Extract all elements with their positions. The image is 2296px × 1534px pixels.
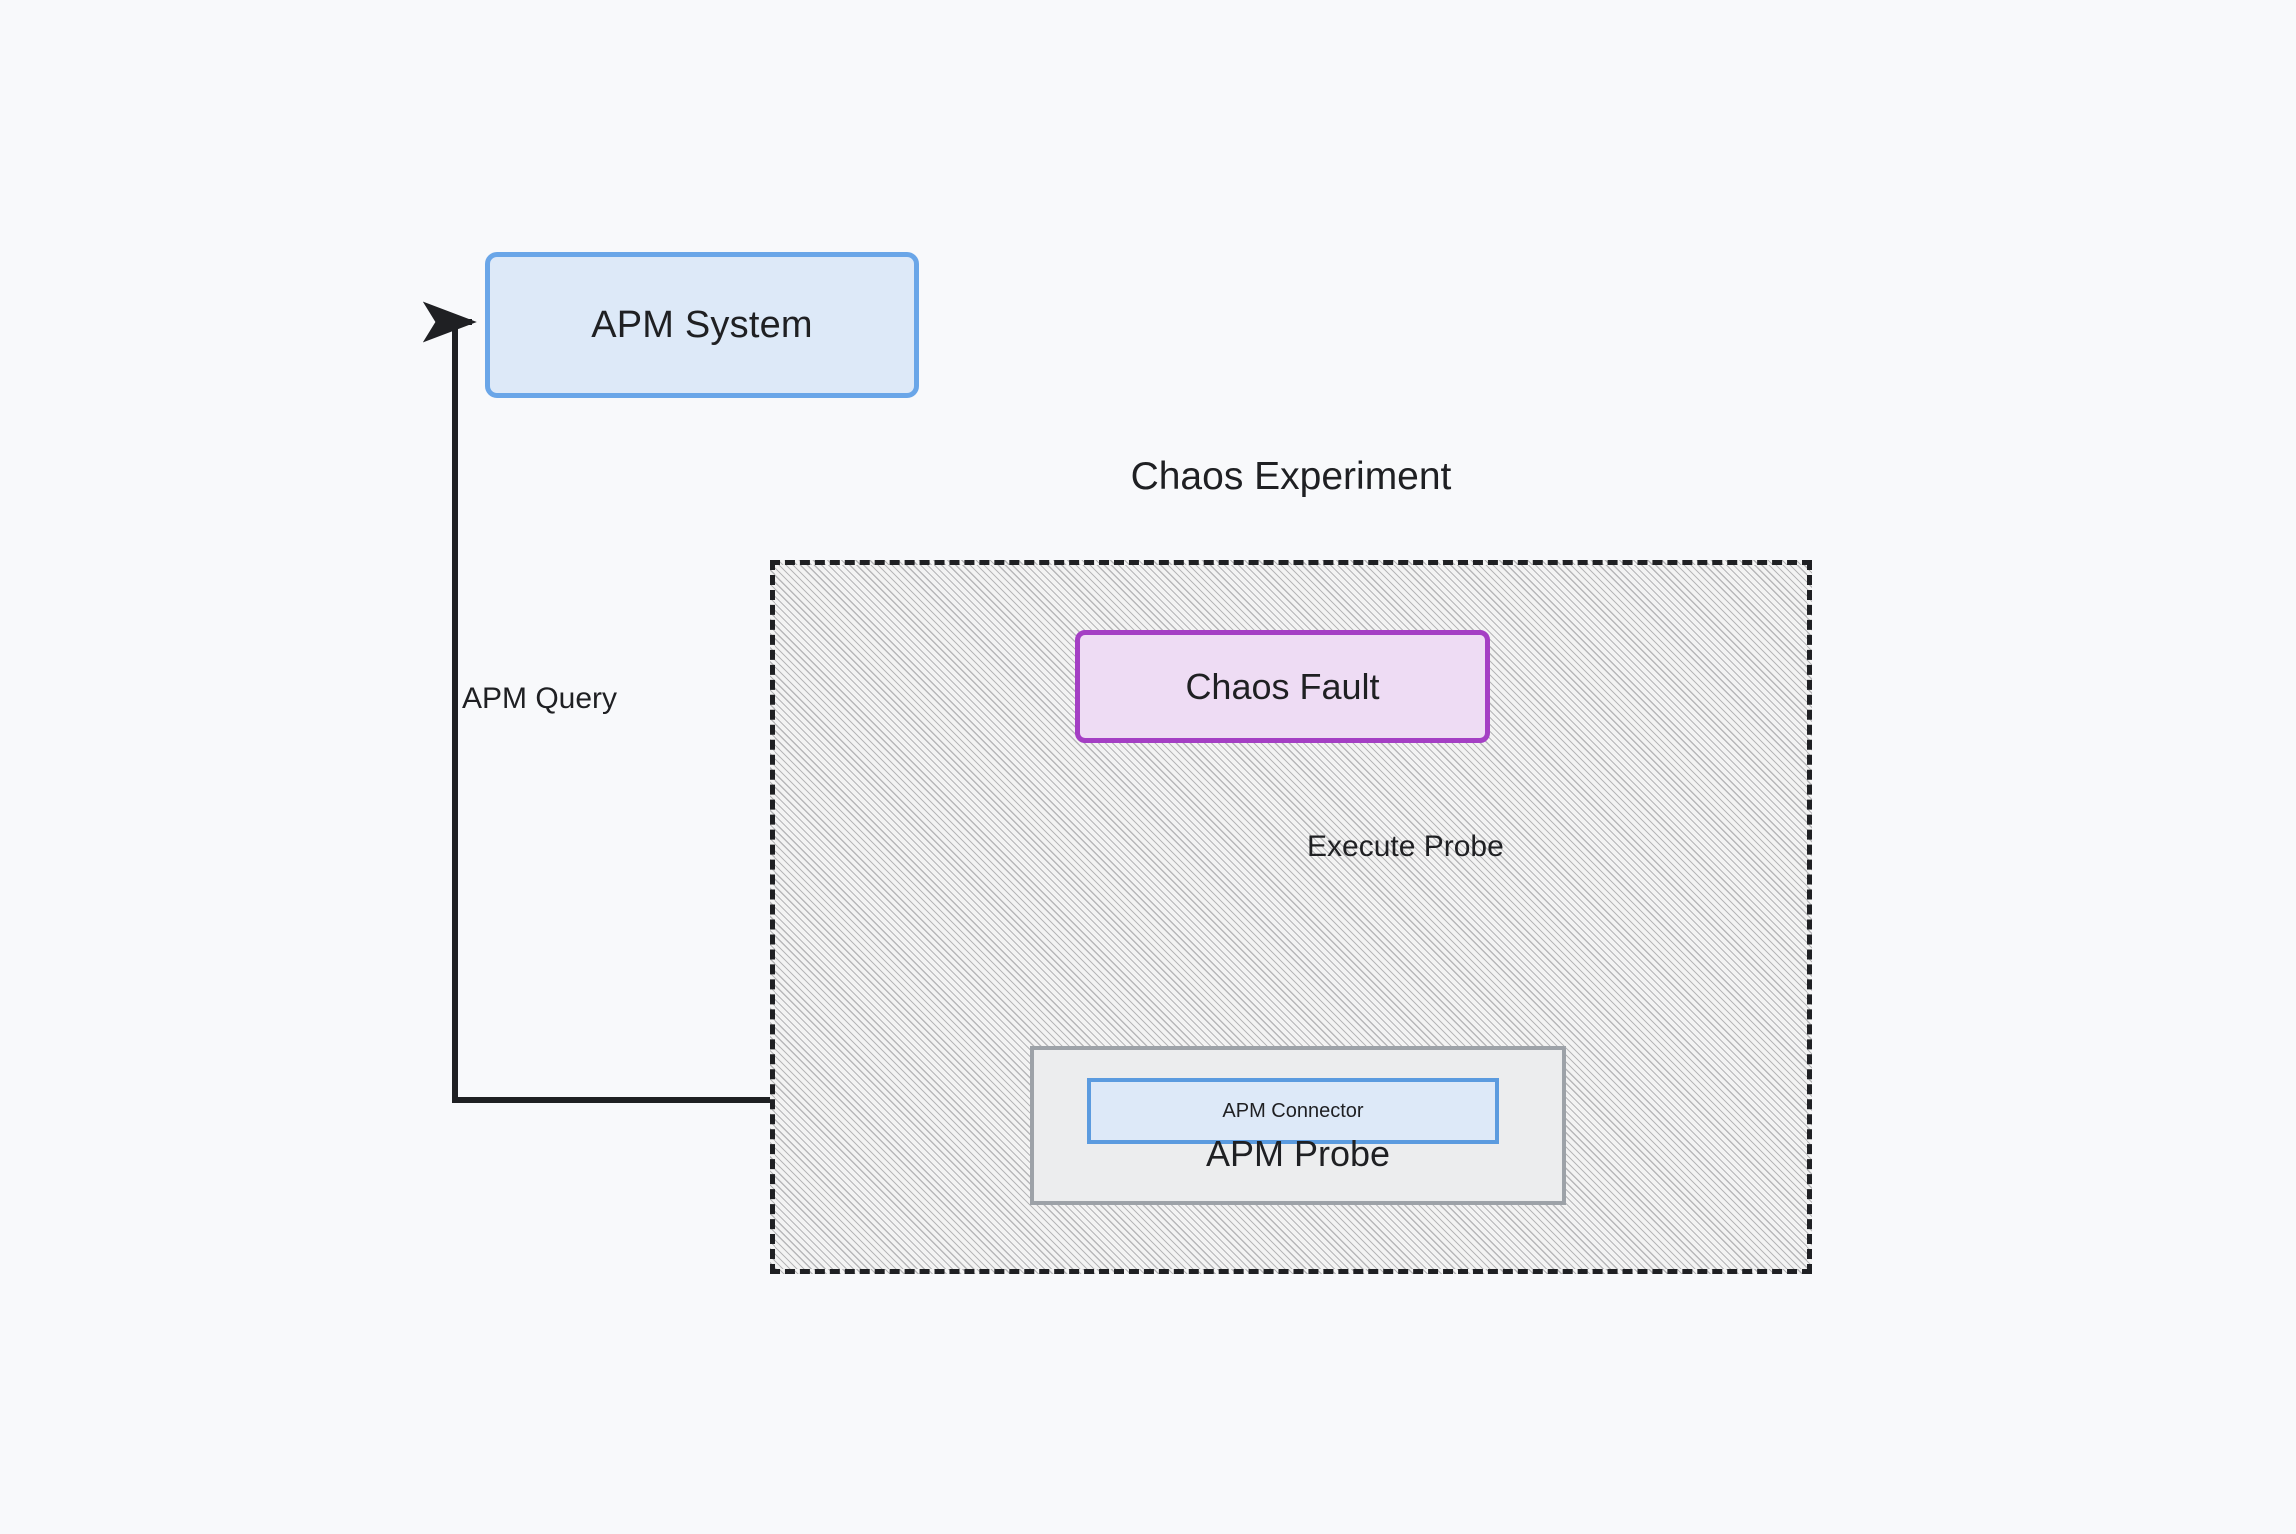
- node-apm-connector[interactable]: APM Connector: [1087, 1078, 1499, 1144]
- node-apm-system[interactable]: APM System: [485, 252, 919, 398]
- node-apm-connector-label: APM Connector: [1222, 1099, 1364, 1122]
- node-chaos-fault[interactable]: Chaos Fault: [1075, 630, 1490, 743]
- chaos-experiment-title: Chaos Experiment: [1130, 455, 1452, 498]
- node-apm-probe-label: APM Probe: [1205, 1133, 1391, 1174]
- edge-label-execute-probe: Execute Probe: [1307, 830, 1504, 863]
- edge-label-apm-query: APM Query: [462, 682, 618, 715]
- node-apm-system-label: APM System: [591, 303, 813, 346]
- node-chaos-fault-label: Chaos Fault: [1185, 665, 1380, 707]
